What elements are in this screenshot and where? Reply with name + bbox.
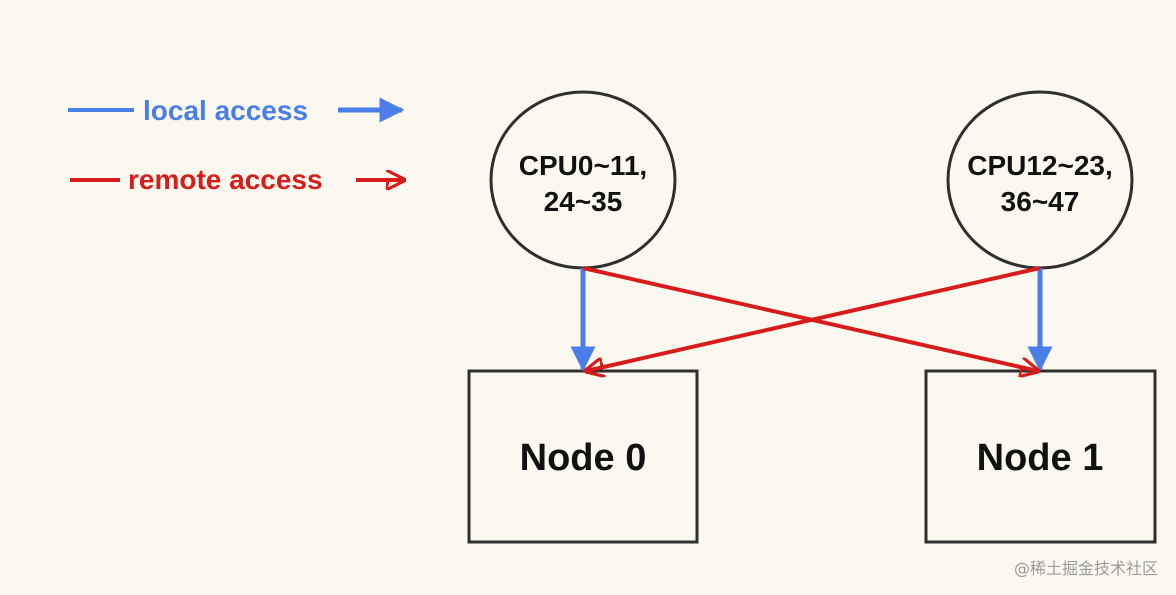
node-0: Node 0 <box>467 369 699 544</box>
cpu-group-0-line2: 24~35 <box>544 186 623 217</box>
watermark-text: @稀土掘金技术社区 <box>1013 559 1158 578</box>
cpu-group-1-line1: CPU12~23, <box>967 150 1113 181</box>
legend-remote-access: remote access <box>70 164 404 195</box>
cpu-group-1-line2: 36~47 <box>1001 186 1080 217</box>
legend-local-access: local access <box>68 95 405 126</box>
cpu-group-1: CPU12~23, 36~47 <box>946 90 1134 270</box>
node-1-label: Node 1 <box>977 437 1104 479</box>
node-1: Node 1 <box>924 369 1157 544</box>
cpu-group-0-line1: CPU0~11, <box>519 150 647 181</box>
cpu-group-0: CPU0~11, 24~35 <box>489 90 677 270</box>
remote-access-arrow-1-to-0 <box>586 266 1041 371</box>
legend-local-label: local access <box>143 95 308 126</box>
node-0-label: Node 0 <box>520 437 647 479</box>
legend-remote-label: remote access <box>128 164 323 195</box>
